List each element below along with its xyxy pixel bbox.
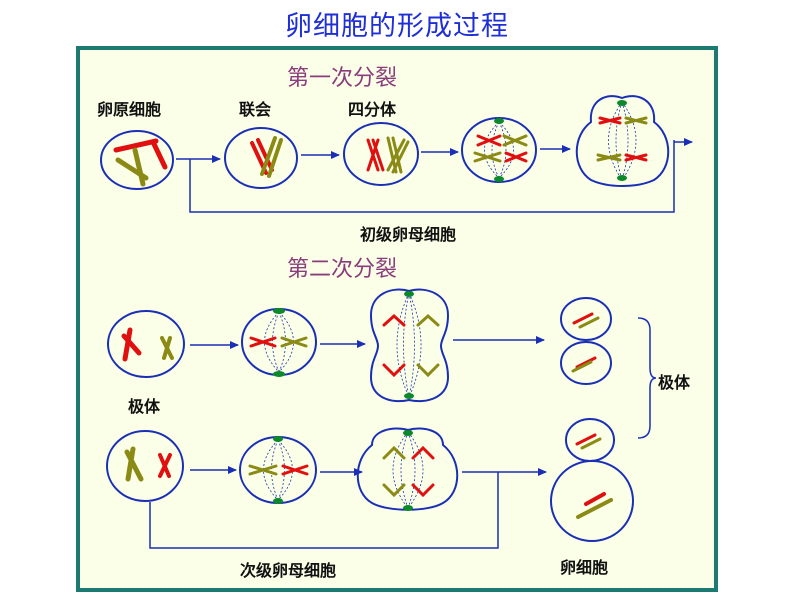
tetrad-label: 四分体 [348, 100, 397, 119]
synapsis-label: 联会 [239, 100, 272, 119]
polar-body-two [560, 341, 612, 385]
tetrad-cell [343, 122, 419, 186]
egg-cell-label: 卵细胞 [560, 558, 609, 577]
polar-body-dividing-cell [369, 288, 450, 403]
polar-body-three [565, 418, 615, 462]
oocyte-dividing-cell [356, 427, 459, 511]
flow-arrows [149, 138, 693, 549]
polar-body-label: 极体 [128, 397, 161, 416]
secondary-oocyte-label: 次级卵母细胞 [240, 561, 337, 580]
secondary-oocyte-cell [106, 430, 184, 502]
oogonium-cell [100, 130, 174, 190]
primary-oocyte-label: 初级卵母细胞 [360, 225, 457, 244]
meiosis-one-heading: 第一次分裂 [287, 66, 398, 91]
metaphase-one-cell [461, 117, 537, 183]
spindle-fibers [263, 101, 637, 509]
centrioles [273, 100, 627, 511]
oocyte-metaphase-cell [239, 436, 317, 504]
meiosis-two-heading: 第二次分裂 [287, 257, 398, 282]
synapsis-cell [224, 127, 298, 189]
first-polar-body-cell [107, 310, 185, 378]
page-title: 卵细胞的形成过程 [285, 11, 509, 42]
polar-bodies-group-label: 极体 [658, 373, 691, 392]
polar-body-metaphase-cell [241, 308, 317, 376]
chromosomes [113, 116, 648, 519]
egg-cell [550, 460, 634, 542]
oogonium-label: 卵原细胞 [97, 100, 162, 119]
polar-body-one [560, 297, 612, 341]
anaphase-one-cell [575, 95, 670, 187]
